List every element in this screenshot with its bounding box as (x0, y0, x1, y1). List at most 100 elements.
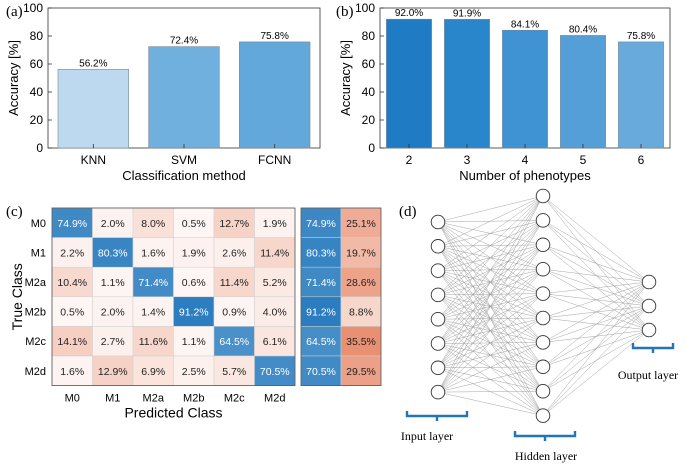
bar (618, 41, 664, 149)
bar (239, 41, 311, 149)
cell-value: 91.2% (179, 307, 209, 319)
summary-cell (300, 326, 342, 357)
cell-value: 80.3% (98, 247, 128, 259)
y-tick-label: 80 (362, 29, 376, 43)
matrix-cell (51, 266, 93, 298)
neuron (430, 360, 446, 376)
bar (57, 69, 129, 149)
row-label: M0 (31, 218, 46, 230)
cell-value: 70.5% (260, 366, 290, 378)
connection-line (542, 244, 650, 283)
connection-line (437, 195, 544, 247)
cell-value: 71.4% (138, 277, 168, 289)
neuron (535, 359, 551, 375)
cell-value: 1.6% (60, 366, 84, 378)
connection-line (437, 195, 544, 223)
y-tick-label: 100 (23, 1, 43, 15)
summary-value: 19.7% (346, 247, 376, 259)
connection-line (437, 195, 544, 271)
matrix-cell (254, 326, 296, 357)
panel-label-c: (c) (6, 204, 23, 220)
matrix-cell (92, 266, 134, 298)
cell-value: 11.4% (220, 277, 249, 289)
neuron (430, 239, 446, 254)
neuron (535, 408, 551, 423)
summary-value: 91.2% (306, 307, 336, 319)
y-tick-label: 80 (30, 29, 44, 43)
matrix-cell (51, 296, 93, 327)
row-label: M2c (25, 336, 46, 348)
matrix-cell (173, 326, 215, 357)
matrix-cell (132, 237, 174, 268)
cell-value: 12.9% (98, 366, 128, 378)
summary-cell (340, 237, 382, 268)
panel-label-a: (a) (6, 4, 23, 20)
cell-value: 2.2% (60, 247, 84, 259)
cell-value: 0.9% (222, 307, 246, 319)
connection-line (437, 195, 544, 368)
x-tick-label: FCNN (258, 153, 291, 167)
matrix-cell (132, 326, 174, 357)
connection-line (437, 195, 544, 393)
summary-value: 25.1% (346, 218, 376, 230)
y-axis-label: Accuracy [%] (338, 40, 353, 116)
cell-value: 1.9% (263, 218, 287, 230)
matrix-cell (51, 237, 93, 268)
panel-label-b: (b) (336, 4, 354, 20)
summary-cell (300, 266, 342, 298)
summary-value: 28.6% (346, 277, 376, 289)
cell-value: 6.9% (141, 366, 165, 378)
connection-line (542, 281, 650, 294)
y-tick-label: 20 (30, 113, 44, 127)
x-tick-label: 6 (638, 153, 645, 167)
connection-line (542, 268, 650, 283)
col-label: M0 (65, 393, 80, 405)
matrix-cell (213, 296, 255, 327)
cell-value: 14.1% (57, 336, 87, 348)
x-tick-label: 4 (522, 153, 529, 167)
summary-value: 35.5% (346, 336, 376, 348)
data-label: 80.4% (569, 24, 597, 35)
matrix-cell (213, 207, 255, 238)
matrix-cell (173, 296, 215, 327)
y-tick-label: 100 (355, 1, 375, 15)
hidden-layer-brace (513, 431, 577, 441)
x-tick-label: 3 (464, 153, 471, 167)
connection-line (437, 244, 544, 393)
neuron (535, 310, 551, 326)
x-tick-label: 2 (406, 153, 413, 167)
cell-value: 1.6% (141, 247, 165, 259)
neuron (535, 261, 551, 277)
cell-value: 1.1% (182, 336, 206, 348)
cell-value: 1.4% (141, 307, 165, 319)
summary-value: 64.5% (306, 336, 336, 348)
x-tick-label: 5 (580, 153, 587, 167)
cell-value: 2.6% (222, 247, 246, 259)
row-label: M2d (25, 366, 46, 378)
neuron (535, 213, 551, 228)
x-tick-label: SVM (171, 153, 197, 167)
summary-cell (300, 237, 342, 268)
summary-cell (340, 355, 382, 386)
confusion-matrix: 74.9%2.0%8.0%0.5%12.7%1.9%M02.2%80.3%1.6… (9, 207, 382, 421)
matrix-cell (173, 237, 215, 268)
bar (444, 19, 490, 149)
summary-value: 71.4% (306, 277, 336, 289)
cell-value: 11.4% (260, 247, 289, 259)
col-label: M1 (105, 393, 120, 405)
matrix-frame (51, 207, 296, 387)
data-label: 75.8% (627, 31, 655, 42)
col-label: M2b (183, 393, 204, 405)
x-axis-label: Classification method (122, 168, 246, 183)
cell-value: 0.5% (182, 218, 206, 230)
neuron (535, 188, 551, 204)
cell-value: 64.5% (219, 336, 249, 348)
cell-value: 8.0% (141, 218, 165, 230)
connection-line (437, 390, 544, 393)
matrix-cell (92, 355, 134, 386)
data-label: 91.9% (453, 8, 481, 19)
connection-line (542, 220, 650, 283)
data-label: 72.4% (170, 36, 198, 47)
accuracy-by-method-chart: 020406080100KNN56.2%SVM72.4%FCNN75.8%Cla… (6, 1, 321, 183)
matrix-cell (92, 237, 134, 268)
